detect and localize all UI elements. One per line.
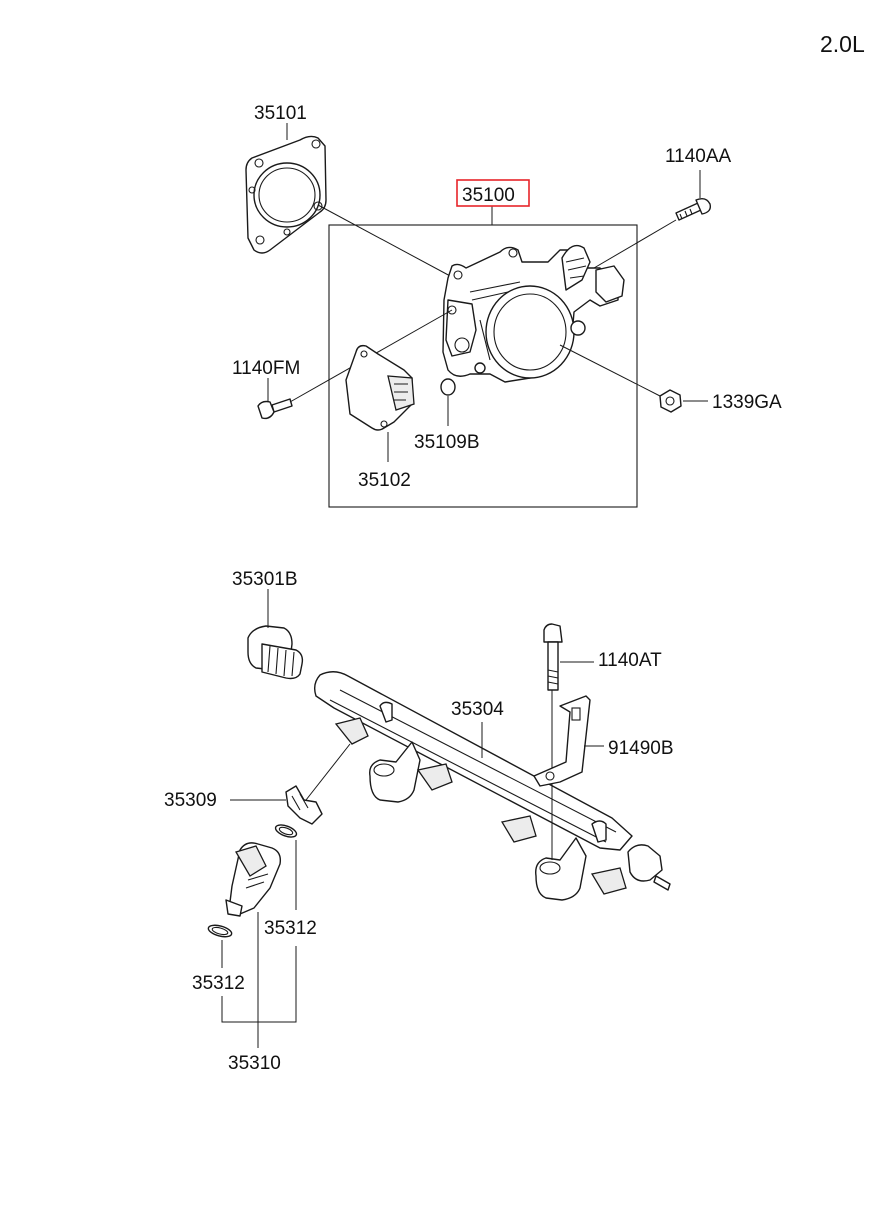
- highlight-box: [456, 179, 530, 207]
- gasket-to-body-line: [317, 204, 453, 278]
- callout-35312-lower[interactable]: 35312: [192, 973, 245, 994]
- rail-bracket-drawing: [533, 695, 591, 787]
- injector-clip-drawing: [285, 785, 323, 825]
- throttle-nut-drawing: [659, 389, 682, 413]
- callout-35309[interactable]: 35309: [164, 790, 217, 811]
- rail-bolt-drawing: [543, 623, 563, 691]
- o-ring-lower-drawing: [207, 924, 233, 938]
- throttle-gasket-drawing: [245, 135, 327, 254]
- callout-1140FM[interactable]: 1140FM: [232, 358, 300, 379]
- callout-35101[interactable]: 35101: [254, 103, 307, 124]
- o-ring-upper-drawing: [274, 824, 298, 838]
- fuel-rail-drawing: [313, 671, 671, 901]
- tps-screw-drawing: [257, 398, 293, 420]
- callout-35304[interactable]: 35304: [451, 699, 504, 720]
- callout-35310[interactable]: 35310: [228, 1053, 281, 1074]
- injector-kit-bracket: [221, 946, 297, 1023]
- clip-to-rail-line: [305, 743, 351, 801]
- callout-35312-upper[interactable]: 35312: [264, 918, 317, 939]
- callout-1140AA[interactable]: 1140AA: [665, 146, 732, 167]
- callout-35100[interactable]: 35100: [462, 185, 515, 206]
- callout-1140AT[interactable]: 1140AT: [598, 650, 662, 671]
- throttle-assembly-frame: [328, 224, 638, 508]
- engine-label: 2.0L: [820, 31, 865, 57]
- callout-35109B[interactable]: 35109B: [414, 432, 480, 453]
- damper-plug-drawing: [247, 625, 304, 680]
- injector-drawing: [225, 842, 282, 917]
- throttle-bolt-drawing: [675, 197, 712, 221]
- callout-35102[interactable]: 35102: [358, 470, 411, 491]
- throttle-cap-drawing: [440, 378, 456, 396]
- callout-35301B[interactable]: 35301B: [232, 569, 298, 590]
- callout-91490B[interactable]: 91490B: [608, 738, 674, 759]
- bolt-to-body-line: [593, 219, 677, 269]
- callout-1339GA[interactable]: 1339GA: [712, 392, 782, 413]
- nut-to-body-line: [559, 344, 661, 397]
- throttle-body-drawing: [442, 244, 625, 383]
- tps-sensor-drawing: [345, 344, 415, 431]
